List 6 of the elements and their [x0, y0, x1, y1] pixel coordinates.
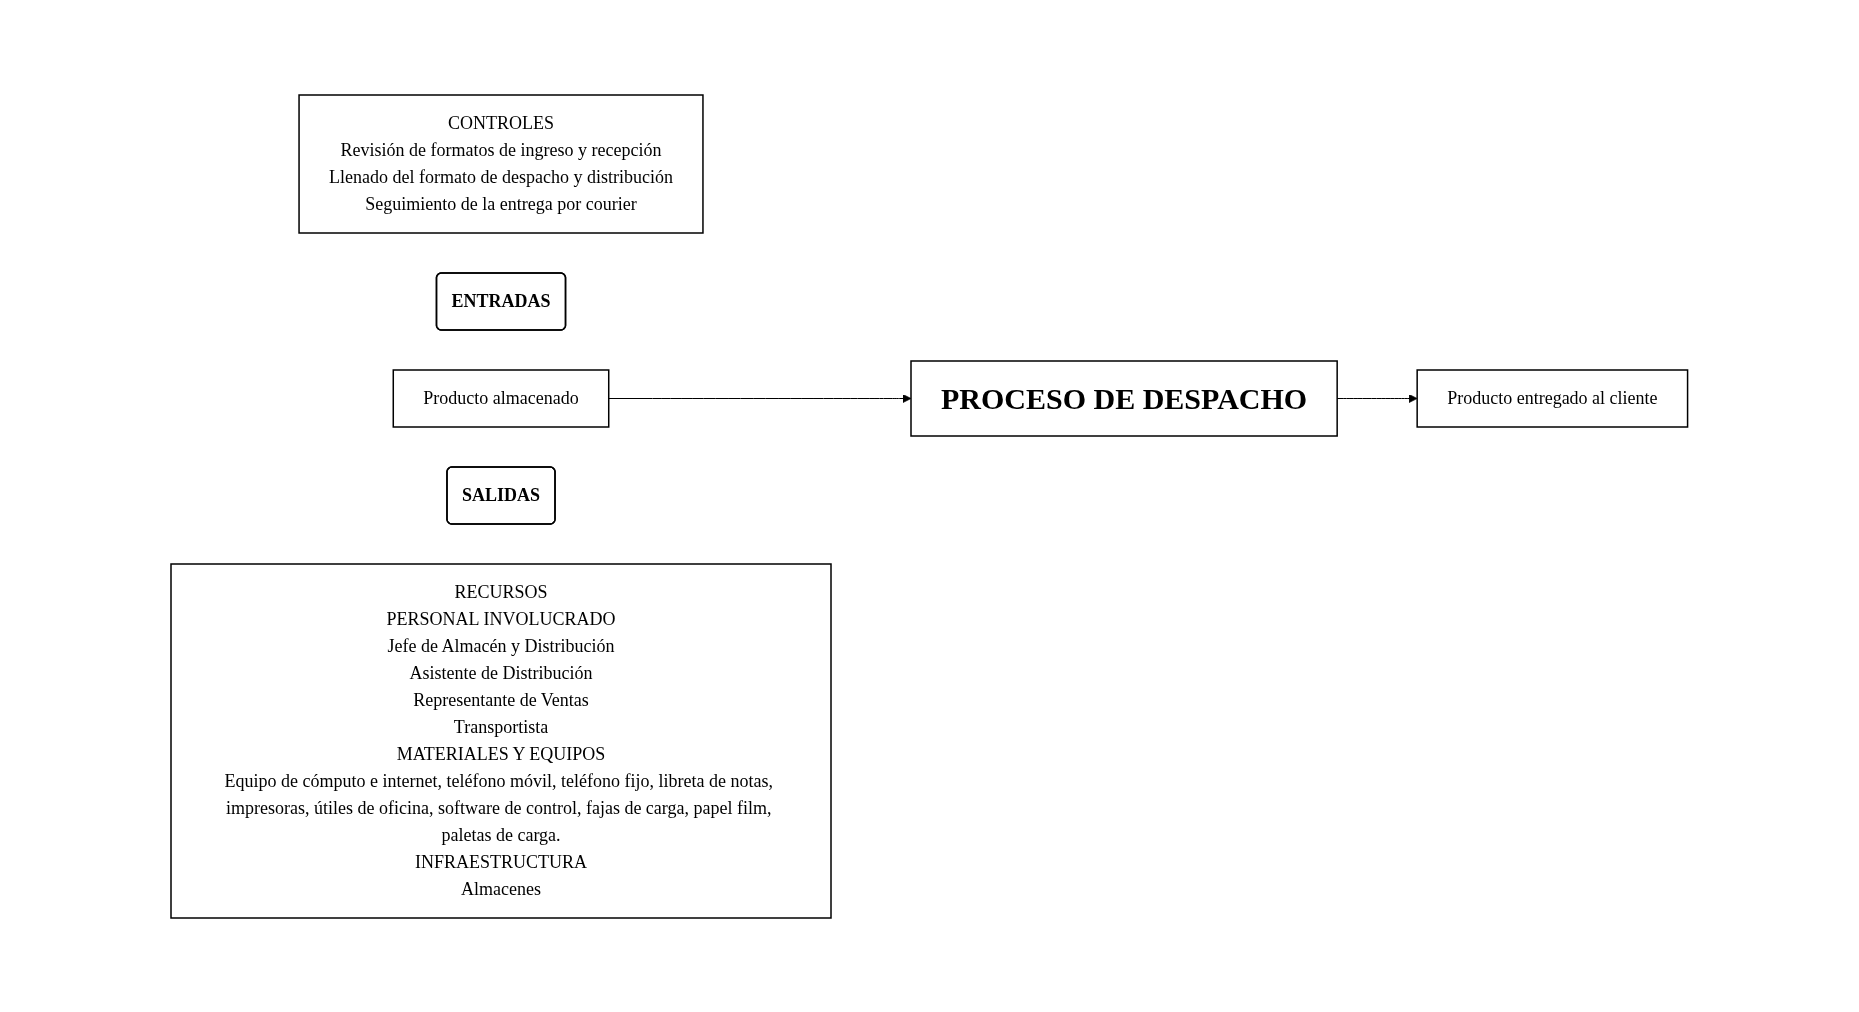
- node-box: CONTROLES Revisión de formatos de ingreso y recepción Llenado del formato de despacho y distribución Seguimiento de la entrega por courier: [298, 93, 704, 234]
- node-box: RECURSOS PERSONAL INVOLUCRADO Jefe de Almacén y Distribución Asistente de Distribución Representante de Ventas Transportista MATERIALES Y EQUIPOS Equipo de cómputo e internet, teléfono móvil, teléfono fijo, libreta de notas, impresoras, útiles de oficina, software de control, fajas de carga, papel film, paletas de carga. INFRAESTRUCTURA Almacenes: [170, 562, 832, 919]
- node-box: Producto entregado al cliente: [1416, 368, 1689, 428]
- arrow: [608, 393, 912, 403]
- node-box: Producto almacenado: [392, 368, 610, 428]
- node-box: PROCESO DE DESPACHO: [910, 359, 1339, 437]
